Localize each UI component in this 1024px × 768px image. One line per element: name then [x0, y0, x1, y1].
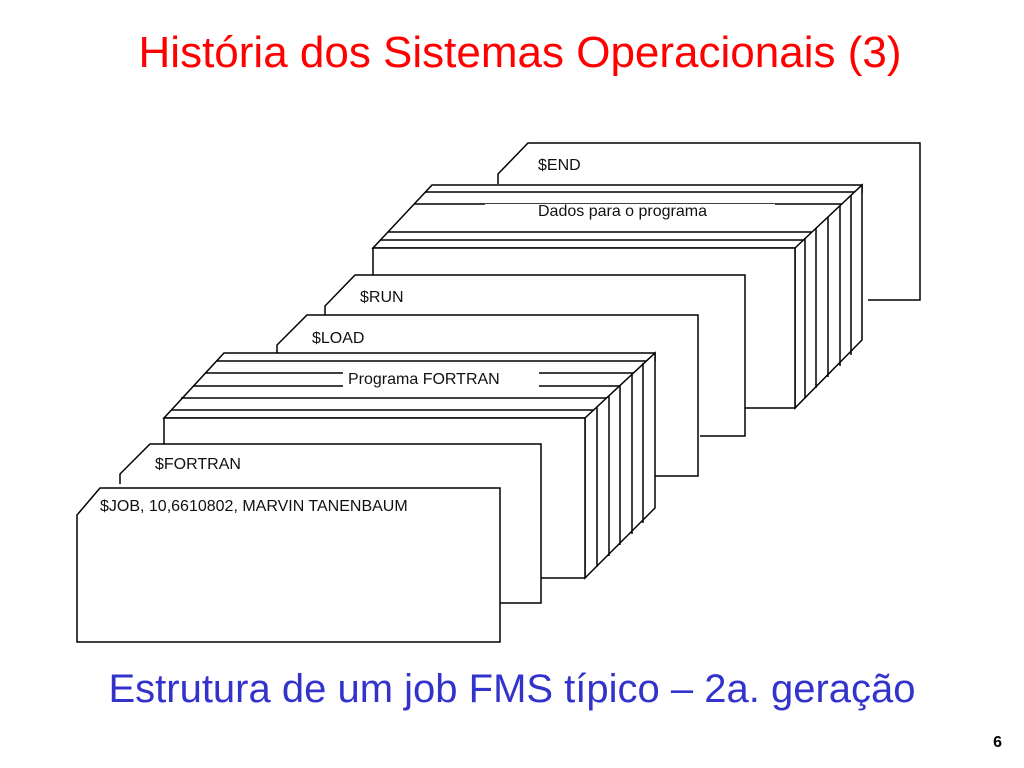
deck-program-label: Programa FORTRAN — [348, 371, 500, 388]
slide-caption: Estrutura de um job FMS típico – 2a. ger… — [108, 667, 916, 711]
page-number: 6 — [993, 734, 1002, 751]
card-load-label: $LOAD — [312, 330, 364, 347]
card-job: $JOB, 10,6610802, MARVIN TANENBAUM — [76, 487, 501, 643]
card-job-label: $JOB, 10,6610802, MARVIN TANENBAUM — [100, 498, 408, 515]
card-end-label: $END — [538, 157, 581, 174]
card-fortran-label: $FORTRAN — [155, 456, 241, 473]
card-run-label: $RUN — [360, 289, 404, 306]
deck-data-label: Dados para o programa — [538, 203, 707, 220]
slide-title: História dos Sistemas Operacionais (3) — [138, 28, 902, 77]
